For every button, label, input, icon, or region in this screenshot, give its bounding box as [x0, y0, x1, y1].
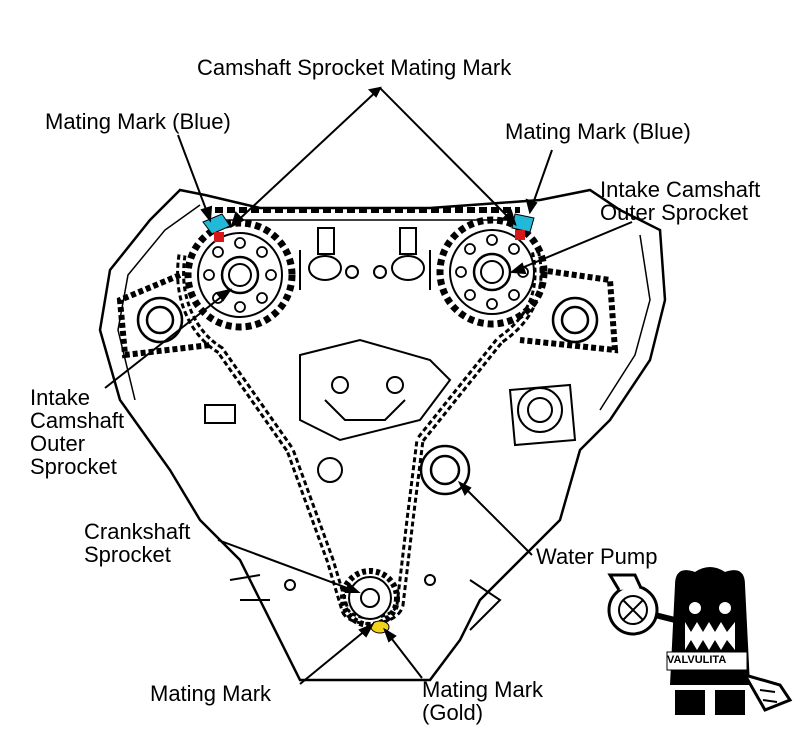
center-lobes [299, 227, 431, 290]
right-idler [551, 296, 599, 344]
red-mark-left [214, 232, 224, 242]
label-intake-left: Intake Camshaft Outer Sprocket [30, 385, 125, 479]
left-camshaft-sprocket [188, 223, 292, 327]
label-water-pump: Water Pump [536, 544, 658, 569]
label-mating-mark-blue-left: Mating Mark (Blue) [45, 109, 231, 134]
label-camshaft-mating-mark: Camshaft Sprocket Mating Mark [197, 55, 512, 80]
label-intake-right: Intake Camshaft Outer Sprocket [600, 177, 761, 225]
crankshaft-sprocket [340, 568, 400, 628]
red-mark-right [515, 230, 525, 240]
label-mating-mark-blue-right: Mating Mark (Blue) [505, 119, 691, 144]
label-mating-mark: Mating Mark [150, 681, 272, 706]
right-camshaft-sprocket [440, 220, 544, 324]
engine-casing-outline [98, 188, 667, 682]
left-idler [136, 296, 184, 344]
valvulita-logo [607, 567, 793, 715]
label-crankshaft-sprocket: Crankshaft Sprocket [84, 519, 191, 567]
blue-mark-left [202, 213, 231, 235]
logo-text: VALVULITA [667, 654, 726, 666]
water-pump [419, 444, 471, 496]
label-mating-mark-gold: Mating Mark (Gold) [422, 677, 544, 725]
